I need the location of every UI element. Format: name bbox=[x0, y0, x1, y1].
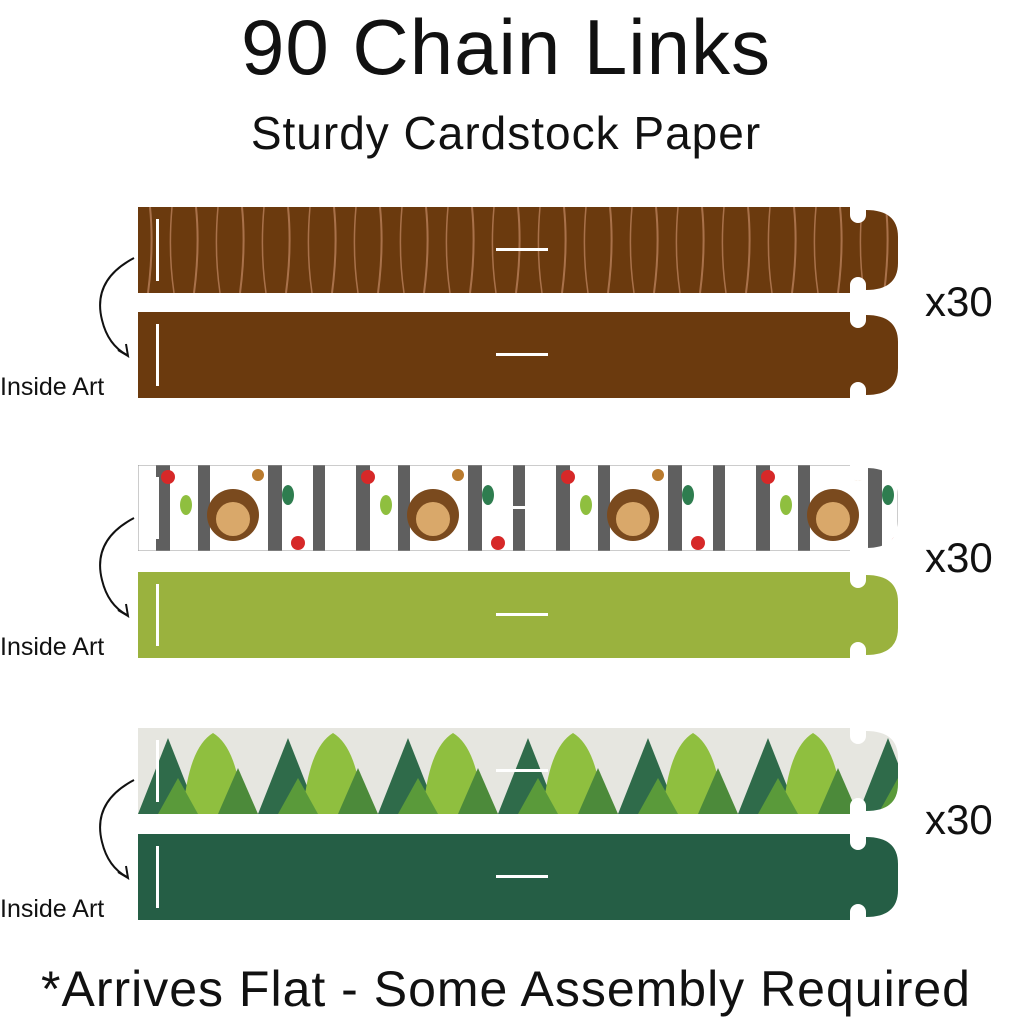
inside-art-label: Inside Art bbox=[0, 373, 105, 401]
chain-link-inside-green bbox=[138, 572, 898, 658]
curved-arrow-icon bbox=[99, 257, 135, 358]
chain-link-inside-dark-green bbox=[138, 834, 898, 920]
quantity-label: x30 bbox=[925, 534, 993, 581]
product-title: 90 Chain Links bbox=[241, 3, 771, 91]
curved-arrow-icon bbox=[99, 517, 135, 618]
product-subtitle: Sturdy Cardstock Paper bbox=[250, 107, 762, 159]
chain-link-outside-bark bbox=[138, 207, 898, 293]
inside-art-label: Inside Art bbox=[0, 895, 105, 923]
chain-link-inside-brown bbox=[138, 312, 898, 398]
inside-art-label: Inside Art bbox=[0, 633, 105, 661]
quantity-label: x30 bbox=[925, 796, 993, 843]
chain-link-outside-hedgehog bbox=[138, 465, 898, 551]
quantity-label: x30 bbox=[925, 278, 993, 325]
curved-arrow-icon bbox=[99, 779, 135, 880]
assembly-note: *Arrives Flat - Some Assembly Required bbox=[41, 961, 971, 1017]
chain-link-outside-forest bbox=[138, 728, 898, 814]
